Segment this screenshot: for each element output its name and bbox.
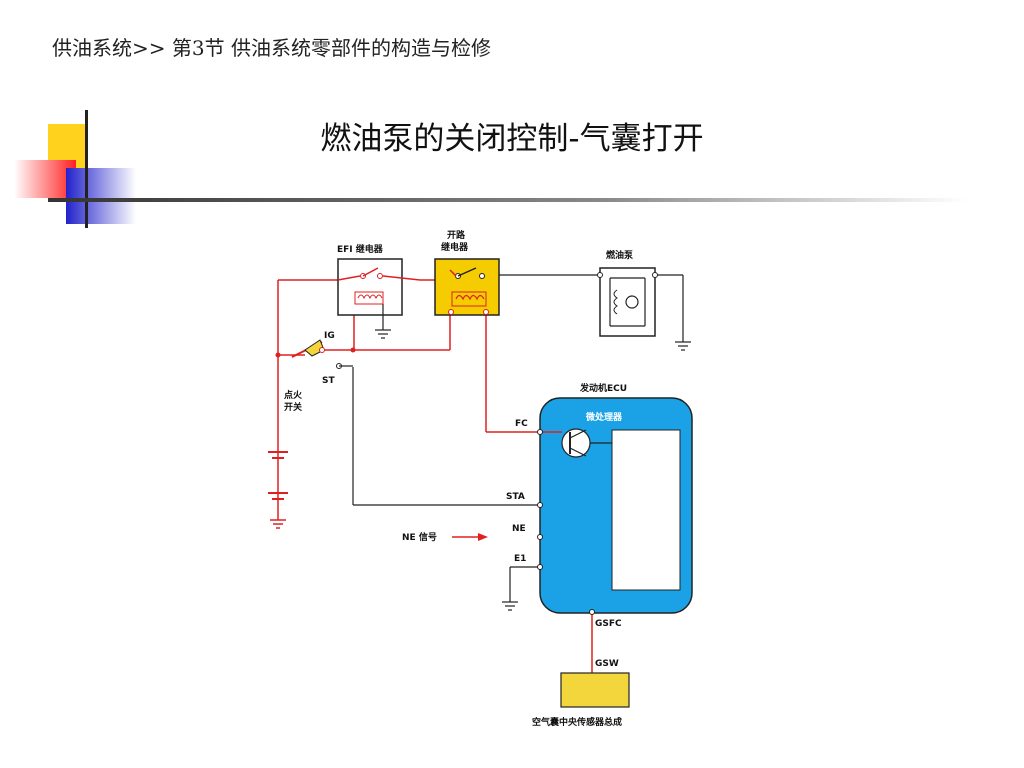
breadcrumb: 供油系统>> 第3节 供油系统零部件的构造与检修 xyxy=(52,36,491,60)
ecu-label: 发动机ECU xyxy=(579,382,627,394)
blue-square xyxy=(66,168,136,224)
ignition-label-line2: 开关 xyxy=(284,401,302,413)
pin-label-sta: STA xyxy=(506,492,525,502)
ecu-transistor xyxy=(540,428,612,458)
open-relay-label-line2: 继电器 xyxy=(441,241,469,253)
pin-label-fc: FC xyxy=(515,419,528,429)
vertical-bar xyxy=(85,110,88,228)
microprocessor-label: 微处理器 xyxy=(585,411,623,423)
ne-signal-arrow xyxy=(478,533,488,541)
pin-label-gsfc: GSFC xyxy=(595,619,622,629)
fuel-pump-label: 燃油泵 xyxy=(606,249,634,261)
ecu-pins xyxy=(537,429,595,615)
fuel-pump-circuit-diagram: EFI 继电器 开路 继电器 燃油泵 发动机ECU 微处理器 xyxy=(265,222,700,732)
e1-ground-icon xyxy=(502,601,518,611)
red-wiring xyxy=(277,270,612,673)
corner-decoration xyxy=(14,110,968,228)
airbag-sensor-box xyxy=(560,672,630,708)
page-title: 燃油泵的关闭控制-气囊打开 xyxy=(320,121,704,157)
red-square xyxy=(14,160,76,198)
open-circuit-relay xyxy=(434,258,500,316)
horizontal-rule xyxy=(48,198,968,202)
efi-relay-label: EFI 继电器 xyxy=(337,243,384,255)
pump-ground-icon xyxy=(675,341,691,351)
ignition-switch xyxy=(275,339,356,369)
airbag-sensor-label: 空气囊中央传感器总成 xyxy=(532,716,622,728)
ecu-inner-panel xyxy=(611,429,681,591)
ignition-label-line1: 点火 xyxy=(284,389,303,401)
efi-relay xyxy=(337,258,421,330)
efi-ground-icon xyxy=(375,329,391,339)
battery-symbol xyxy=(268,451,288,500)
battery-ground-icon xyxy=(270,519,286,529)
st-label: ST xyxy=(322,376,335,386)
pin-label-e1: E1 xyxy=(514,554,526,564)
pin-label-gsw: GSW xyxy=(595,659,619,669)
pin-label-ne: NE xyxy=(512,524,526,534)
open-relay-label-line1: 开路 xyxy=(447,229,466,241)
fuel-pump xyxy=(597,267,658,337)
ne-signal-label: NE 信号 xyxy=(402,531,437,543)
ig-label: IG xyxy=(324,331,335,341)
